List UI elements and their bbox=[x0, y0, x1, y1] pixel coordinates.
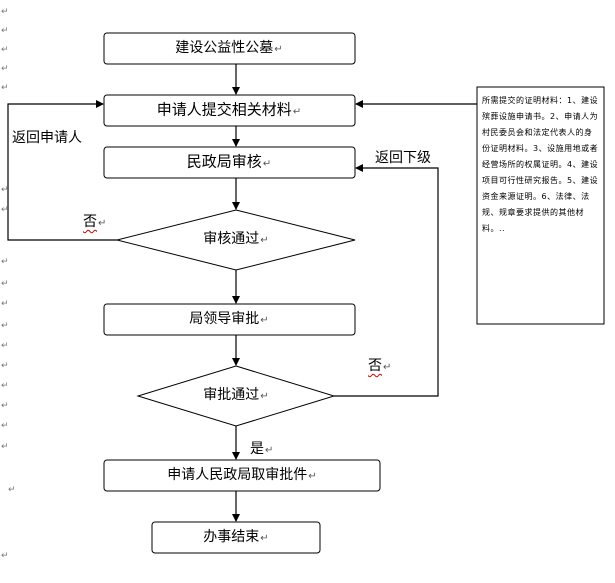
paragraph-mark-icon: ↵ bbox=[265, 445, 274, 456]
paragraph-mark-icon: ↵ bbox=[383, 362, 392, 373]
arrow-return-lower bbox=[334, 164, 439, 397]
box-submit bbox=[103, 94, 356, 127]
node-review-pass-label: 审核通过↵ bbox=[203, 231, 269, 247]
paragraph-mark-icon: ↵ bbox=[1, 45, 9, 55]
paragraph-mark-icon: ↵ bbox=[1, 185, 9, 195]
paragraph-mark-icon: ↵ bbox=[8, 485, 16, 495]
required-materials-note: 所需提交的证明材料：1、建设殡葬设施申请书。2、申请人为村民委员会和法定代表人的… bbox=[482, 96, 599, 233]
paragraph-mark-icon: ↵ bbox=[292, 106, 302, 118]
paragraph-mark-icon: ↵ bbox=[1, 64, 9, 74]
paragraph-mark-icon: ↵ bbox=[260, 235, 269, 246]
paragraph-mark-icon: ↵ bbox=[1, 381, 9, 391]
paragraph-mark-icon: ↵ bbox=[1, 321, 9, 331]
paragraph-mark-icon: ↵ bbox=[1, 7, 9, 17]
paragraph-mark-icon: ↵ bbox=[260, 533, 269, 544]
paragraph-mark-icon: ↵ bbox=[98, 218, 107, 229]
paragraph-mark-icon: ↵ bbox=[260, 391, 269, 402]
paragraph-mark-icon: ↵ bbox=[1, 341, 9, 351]
edge-return-lower-label: 返回下级 bbox=[375, 150, 431, 166]
paragraph-mark-icon: ↵ bbox=[1, 26, 9, 36]
box-review bbox=[103, 146, 356, 179]
paragraph-mark-icon: ↵ bbox=[308, 471, 317, 482]
node-build-label: 建设公益性公墓↵ bbox=[175, 40, 283, 56]
edge-no-approve-label: 否↵ bbox=[368, 358, 392, 374]
box-done bbox=[151, 521, 321, 554]
paragraph-mark-icon: ↵ bbox=[1, 361, 9, 371]
box-build bbox=[103, 32, 356, 65]
paragraph-mark-icon: ↵ bbox=[1, 279, 9, 289]
edge-no-review-label: 否↵ bbox=[83, 214, 107, 230]
node-approve-label: 局领导审批↵ bbox=[189, 311, 269, 327]
paragraph-mark-icon: ↵ bbox=[1, 551, 9, 561]
note-box bbox=[476, 86, 605, 325]
node-submit-label: 申请人提交相关材料↵ bbox=[156, 100, 302, 119]
arrow-return-applicant bbox=[7, 100, 117, 241]
paragraph-mark-icon: ↵ bbox=[1, 299, 9, 309]
node-approve-pass-label: 审批通过↵ bbox=[203, 387, 269, 403]
paragraph-mark-icon: ↵ bbox=[262, 158, 272, 170]
paragraph-mark-icon: ↵ bbox=[1, 83, 9, 93]
box-collect bbox=[103, 459, 381, 492]
edge-return-applicant-label: 返回申请人 bbox=[12, 130, 82, 146]
box-approve bbox=[103, 303, 356, 336]
paragraph-mark-icon: ↵ bbox=[1, 442, 9, 452]
paragraph-mark-icon: ↵ bbox=[1, 205, 9, 215]
node-collect-label: 申请人民政局取审批件↵ bbox=[167, 467, 317, 483]
node-done-label: 办事结束↵ bbox=[203, 529, 269, 545]
paragraph-mark-icon: ↵ bbox=[274, 44, 283, 55]
paragraph-mark-icon: ↵ bbox=[260, 315, 269, 326]
node-review-label: 民政局审核↵ bbox=[186, 152, 272, 171]
paragraph-mark-icon: ↵ bbox=[1, 257, 9, 267]
paragraph-mark-icon: ↵ bbox=[1, 421, 9, 431]
paragraph-mark-icon: ↵ bbox=[1, 401, 9, 411]
edge-yes-label: 是↵ bbox=[250, 441, 274, 457]
